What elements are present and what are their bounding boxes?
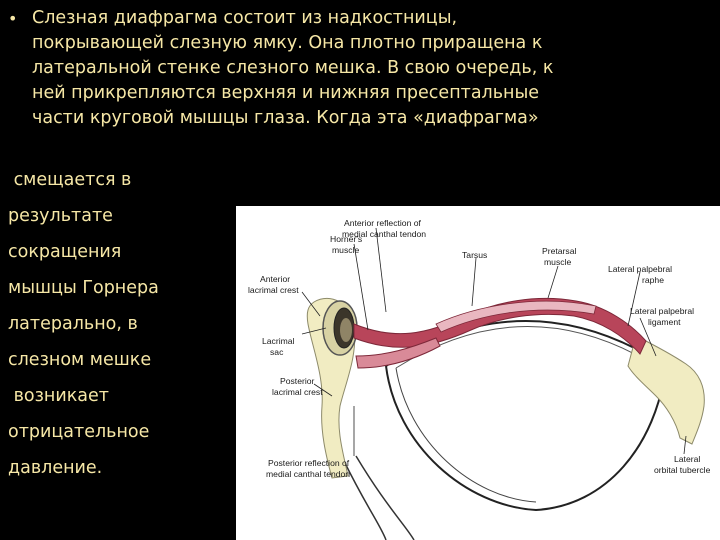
anatomy-figure: Anterior reflection of medial canthal te…	[236, 206, 720, 540]
eyeball-inner-outline	[396, 368, 536, 502]
bullet-line-3: латеральной стенке слезного мешка. В сво…	[32, 56, 702, 81]
label-anterior-reflection-1: Anterior reflection of	[344, 218, 422, 228]
side-text-column: смещается в результате сокращения мышцы …	[8, 162, 228, 486]
bullet-line-1: Слезная диафрагма состоит из надкостницы…	[32, 6, 702, 31]
label-lateral-tubercle-2: orbital tubercle	[654, 465, 711, 475]
label-posterior-crest-2: lacrimal crest	[272, 387, 323, 397]
side-line-2: результате	[8, 198, 228, 234]
eyeball-outline	[386, 366, 666, 510]
side-line-7: возникает	[8, 378, 228, 414]
label-pretarsal-1: Pretarsal	[542, 246, 576, 256]
lower-structure-2	[344, 461, 386, 540]
bullet-line-2: покрывающей слезную ямку. Она плотно при…	[32, 31, 702, 56]
side-line-3: сокращения	[8, 234, 228, 270]
label-posterior-reflection-2: medial canthal tendon	[266, 469, 350, 479]
label-horners-1: Horner's	[330, 234, 362, 244]
side-line-5: латерально, в	[8, 306, 228, 342]
label-horners-2: muscle	[332, 245, 359, 255]
label-lateral-raphe-1: Lateral palpebral	[608, 264, 672, 274]
label-posterior-reflection-1: Posterior reflection of	[268, 458, 350, 468]
anatomy-diagram: Anterior reflection of medial canthal te…	[236, 206, 720, 540]
lacrimal-sac-highlight	[340, 318, 352, 342]
lower-structure	[356, 456, 414, 540]
label-lacrimal-sac-1: Lacrimal	[262, 336, 295, 346]
label-lateral-ligament-2: ligament	[648, 317, 681, 327]
label-pretarsal-2: muscle	[544, 257, 571, 267]
label-anterior-crest-1: Anterior	[260, 274, 290, 284]
bullet-dot-icon: •	[8, 6, 17, 31]
side-line-8: отрицательное	[8, 414, 228, 450]
label-tarsus: Tarsus	[462, 250, 487, 260]
label-lateral-raphe-2: raphe	[642, 275, 664, 285]
bullet-line-5: части круговой мышцы глаза. Когда эта «д…	[32, 106, 702, 131]
label-anterior-crest-2: lacrimal crest	[248, 285, 299, 295]
side-line-9: давление.	[8, 450, 228, 486]
bullet-text: Слезная диафрагма состоит из надкостницы…	[32, 6, 702, 131]
label-lacrimal-sac-2: sac	[270, 347, 284, 357]
bullet-line-4: ней прикрепляются верхняя и нижняя пресе…	[32, 81, 702, 106]
side-line-1: смещается в	[8, 162, 228, 198]
label-posterior-crest-1: Posterior	[280, 376, 315, 386]
side-line-4: мышцы Горнера	[8, 270, 228, 306]
label-lateral-ligament-1: Lateral palpebral	[630, 306, 694, 316]
side-line-6: слезном мешке	[8, 342, 228, 378]
label-lateral-tubercle-1: Lateral	[674, 454, 700, 464]
